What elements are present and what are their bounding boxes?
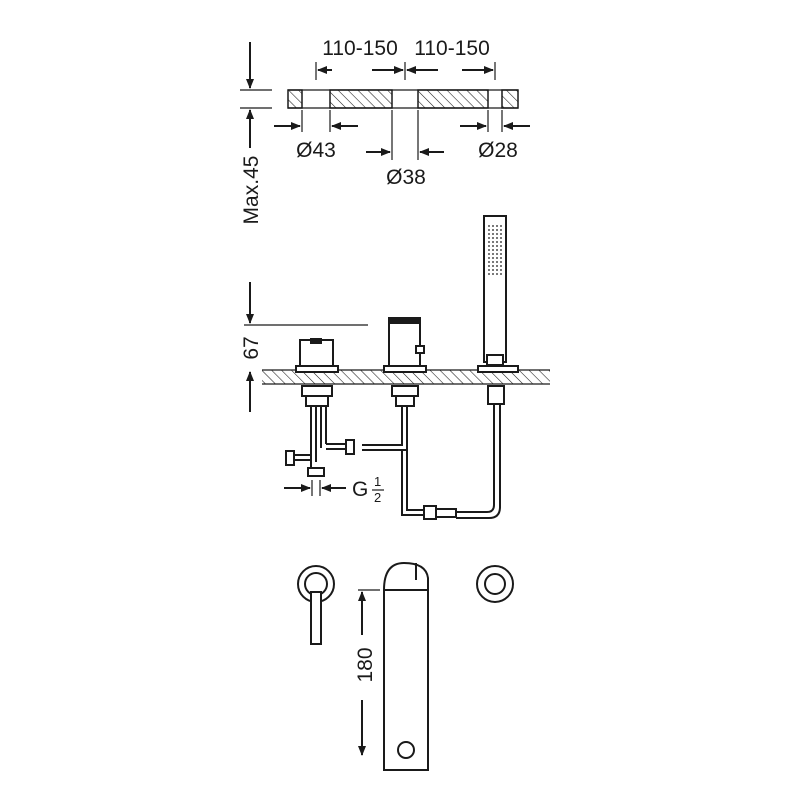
nozzle-dot (488, 229, 490, 231)
deck-plan-view: 110-150 110-150 Ø43 Ø38 (240, 37, 530, 224)
nozzle-dot (496, 265, 498, 267)
thread-denominator: 2 (374, 490, 381, 505)
nozzle-dot (492, 261, 494, 263)
nozzle-dot (496, 229, 498, 231)
nozzle-dot (492, 241, 494, 243)
hole-right-dimension: Ø28 (460, 110, 530, 162)
nozzle-dot (496, 249, 498, 251)
nozzle-dot (492, 269, 494, 271)
hole-right-label: Ø28 (478, 139, 518, 162)
nozzle-dot (496, 257, 498, 259)
nozzle-dot (492, 233, 494, 235)
thread-dimension: G 1 2 (284, 474, 384, 505)
nozzle-dot (488, 249, 490, 251)
front-elevation: 67 (240, 215, 550, 520)
nozzle-dot (500, 229, 502, 231)
max-thickness-label: Max.45 (240, 156, 263, 225)
nozzle-dot (492, 253, 494, 255)
nozzle-dot (488, 273, 490, 275)
nozzle-dot (496, 225, 498, 227)
nozzle-dot (488, 233, 490, 235)
nozzle-dot (496, 237, 498, 239)
nozzle-dot (488, 265, 490, 267)
nozzle-dot (492, 229, 494, 231)
spout-length-label: 180 (354, 647, 377, 682)
nozzle-dot (500, 241, 502, 243)
nozzle-dot (496, 261, 498, 263)
nozzle-dot (500, 273, 502, 275)
component-top-view: 180 (297, 561, 514, 771)
nozzle-dot (500, 249, 502, 251)
height-dimension: 67 (240, 282, 368, 412)
nozzle-dot (496, 273, 498, 275)
nozzle-dot (488, 269, 490, 271)
nozzle-dot (488, 225, 490, 227)
nozzle-dot (488, 245, 490, 247)
nozzle-dot (492, 225, 494, 227)
nozzle-dot (500, 225, 502, 227)
nozzle-dot (488, 253, 490, 255)
shower-nozzles (488, 225, 502, 275)
thread-numerator: 1 (374, 474, 381, 489)
nozzle-dot (496, 269, 498, 271)
deck-slab (262, 370, 550, 384)
nozzle-dot (496, 245, 498, 247)
hole-center-label: Ø38 (386, 166, 426, 189)
nozzle-dot (496, 253, 498, 255)
spacing-dimension-left: 110-150 (315, 37, 406, 80)
height-label: 67 (240, 336, 263, 359)
nozzle-dot (500, 237, 502, 239)
nozzle-dot (500, 233, 502, 235)
nozzle-dot (500, 257, 502, 259)
shower-rosette (476, 565, 514, 603)
mixer-valve (285, 338, 355, 477)
nozzle-dot (492, 245, 494, 247)
nozzle-dot (500, 245, 502, 247)
nozzle-dot (492, 273, 494, 275)
spacing-left-label: 110-150 (322, 37, 398, 60)
lever-handle (297, 565, 335, 645)
diverter-valve (362, 317, 457, 520)
max-thickness-dimension: Max.45 (240, 42, 272, 224)
nozzle-dot (492, 257, 494, 259)
spacing-dimension-right: 110-150 (406, 37, 496, 80)
hole-left-label: Ø43 (296, 139, 336, 162)
spout (383, 561, 429, 771)
spout-length-dimension: 180 (354, 589, 380, 756)
nozzle-dot (488, 261, 490, 263)
thread-label: G (352, 478, 368, 501)
nozzle-dot (488, 241, 490, 243)
nozzle-dot (496, 233, 498, 235)
nozzle-dot (492, 265, 494, 267)
hand-shower (456, 215, 519, 519)
nozzle-dot (500, 261, 502, 263)
hole-center-dimension: Ø38 (366, 110, 444, 189)
nozzle-dot (500, 269, 502, 271)
nozzle-dot (492, 249, 494, 251)
nozzle-dot (500, 253, 502, 255)
nozzle-dot (488, 237, 490, 239)
nozzle-dot (492, 237, 494, 239)
nozzle-dot (496, 241, 498, 243)
nozzle-dot (488, 257, 490, 259)
spacing-right-label: 110-150 (414, 37, 490, 60)
nozzle-dot (500, 265, 502, 267)
hole-left-dimension: Ø43 (274, 110, 358, 162)
